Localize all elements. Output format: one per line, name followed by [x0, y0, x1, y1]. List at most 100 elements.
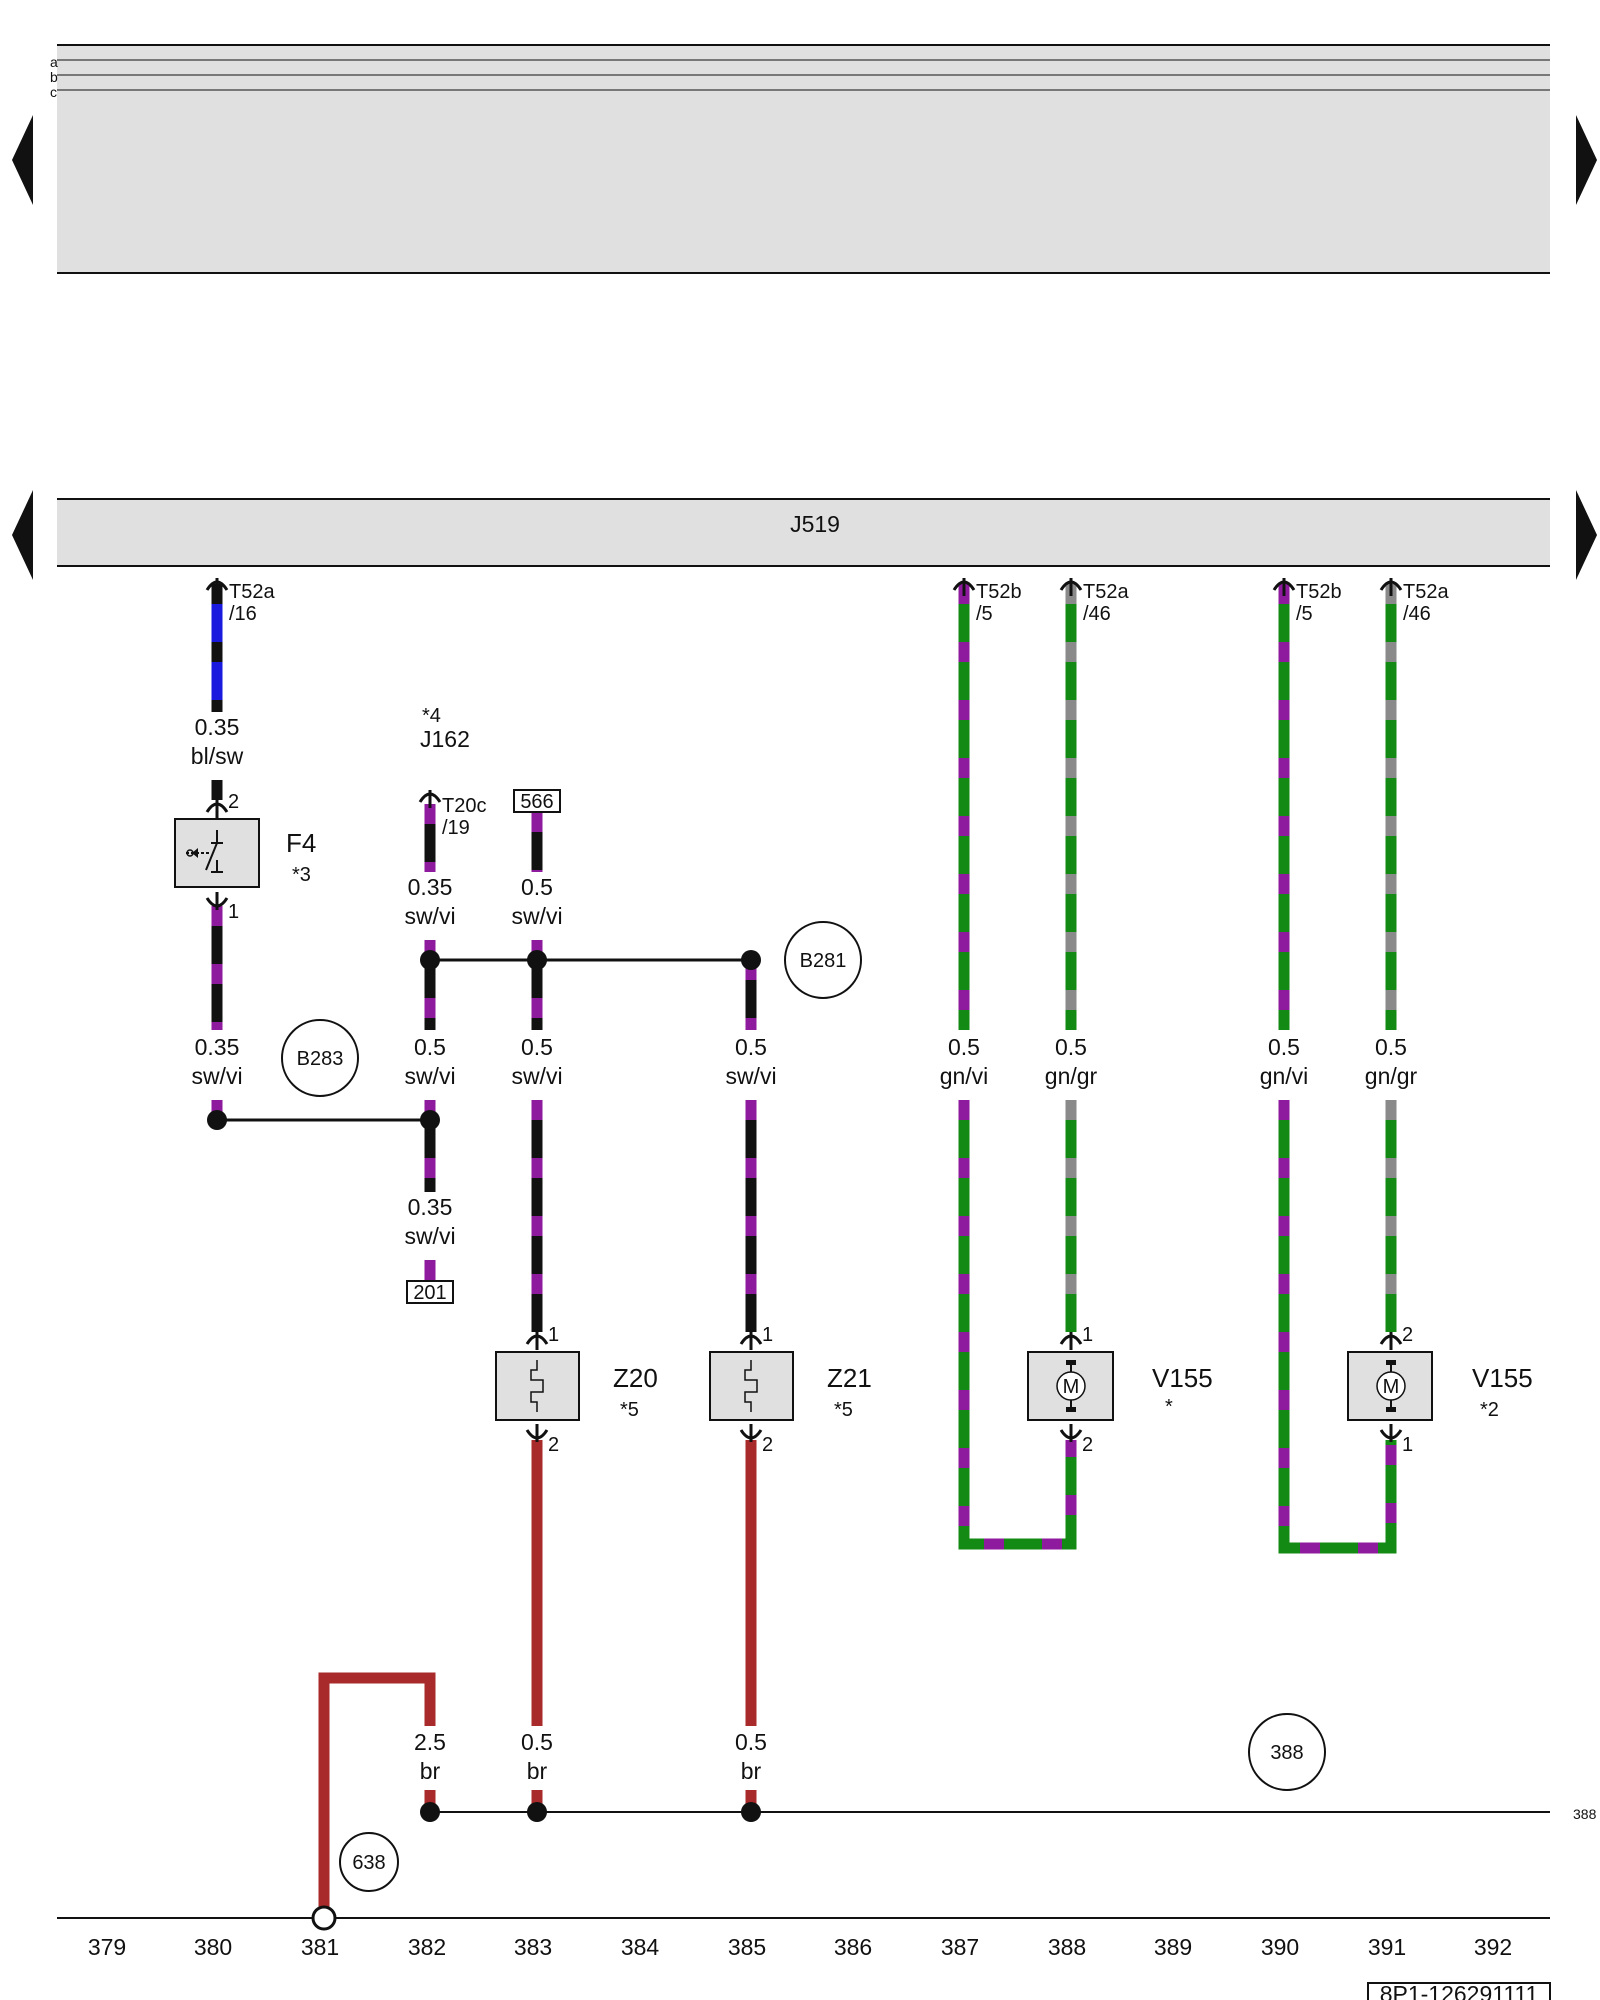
wire-color: br [420, 1758, 441, 1784]
f4-note: *3 [292, 864, 311, 886]
connector-label: /5 [976, 603, 993, 625]
connector-socket-icon [1059, 1332, 1083, 1350]
wire-layer [211, 584, 1397, 1907]
wire-color: gn/gr [1045, 1063, 1098, 1089]
track-number: 385 [728, 1934, 766, 1960]
connector-sockets [205, 578, 1403, 1442]
connector-socket-icon [1272, 578, 1296, 596]
component-f4[interactable]: F4 *3 2 1 [174, 791, 316, 923]
junctions [207, 950, 761, 1931]
connector-socket-icon [525, 1424, 549, 1442]
reference-label: 201 [413, 1282, 446, 1304]
motor-icon: M [1376, 1360, 1406, 1412]
line-label-c: c [50, 84, 57, 100]
component-v155-right[interactable]: M V155 *2 2 1 [1347, 1324, 1533, 1456]
reference-label: 566 [520, 791, 553, 813]
z21-label: Z21 [827, 1363, 872, 1393]
wire-color: gn/vi [940, 1063, 989, 1089]
connector-label: T52a [229, 581, 275, 603]
connector-label: /5 [1296, 603, 1313, 625]
track-number: 382 [408, 1934, 446, 1960]
splice-b281[interactable]: B281 [784, 921, 862, 999]
ground-point-638[interactable]: 638 [339, 1832, 399, 1892]
track-number: 387 [941, 1934, 979, 1960]
connector-socket-icon [1059, 578, 1083, 596]
j162-note: *4 [422, 705, 441, 727]
pin-number: 1 [228, 901, 239, 923]
connector-label: T52a [1083, 581, 1129, 603]
connector-socket-icon [952, 578, 976, 596]
connector-label: T52b [976, 581, 1022, 603]
component-v155-left[interactable]: M V155 * 1 2 [1027, 1324, 1213, 1456]
connector-label: T52b [1296, 581, 1342, 603]
track-number: 390 [1261, 1934, 1299, 1960]
pin-number: 2 [228, 791, 239, 813]
wire-color: bl/sw [191, 743, 244, 769]
wire-size: 0.5 [735, 1729, 767, 1755]
control-unit-j519: J519 [57, 498, 1550, 567]
connector-label: /16 [229, 603, 257, 625]
f4-label: F4 [286, 828, 316, 858]
wire-gn-vi-tracer [958, 1100, 1077, 1550]
wire-color: sw/vi [511, 1063, 562, 1089]
connector-socket-icon [1379, 578, 1403, 596]
splice-label: 388 [1270, 1742, 1303, 1764]
connector-socket-icon [1059, 1424, 1083, 1442]
connector-socket-icon [739, 1332, 763, 1350]
wire-gn-vi [1278, 1100, 1397, 1554]
motor-icon: M [1056, 1360, 1086, 1412]
wire-size: 0.35 [195, 714, 240, 740]
line-label-b: b [50, 69, 58, 85]
wire-size: 0.5 [735, 1034, 767, 1060]
nav-right-arrow-icon[interactable] [1576, 490, 1597, 580]
wire-color: sw/vi [404, 903, 455, 929]
connector-label: /46 [1083, 603, 1111, 625]
connector-socket-icon [418, 790, 442, 808]
motor-symbol: M [1063, 1376, 1080, 1398]
pin-number: 1 [1402, 1434, 1413, 1456]
wire-gn-vi [958, 1100, 1077, 1550]
wire-color: gn/gr [1365, 1063, 1418, 1089]
track-number: 381 [301, 1934, 339, 1960]
reference-box-201[interactable]: 201 [406, 1280, 454, 1304]
nav-left-arrow-icon[interactable] [12, 115, 33, 205]
wire-color: sw/vi [404, 1063, 455, 1089]
wire-size: 0.35 [408, 874, 453, 900]
connector-label: /19 [442, 817, 470, 839]
nav-right-arrow-icon[interactable] [1576, 115, 1597, 205]
nav-left-arrow-icon[interactable] [12, 490, 33, 580]
connector-socket-icon [1379, 1332, 1403, 1350]
pin-number: 2 [1082, 1434, 1093, 1456]
connector-socket-icon [1379, 1424, 1403, 1442]
track-number: 379 [88, 1934, 126, 1960]
line-label-a: a [50, 54, 58, 70]
pin-number: 1 [1082, 1324, 1093, 1346]
track-number: 388 [1048, 1934, 1086, 1960]
v155-label: V155 [1472, 1363, 1533, 1393]
j519-label: J519 [790, 511, 840, 537]
pin-number: 2 [1402, 1324, 1413, 1346]
track-number: 392 [1474, 1934, 1512, 1960]
wire-gn-vi-tracer [1278, 1100, 1397, 1554]
connector-label: T20c [442, 795, 486, 817]
pin-number: 1 [762, 1324, 773, 1346]
splice-b283[interactable]: B283 [281, 1019, 359, 1097]
track-number: 380 [194, 1934, 232, 1960]
v155-note: *2 [1480, 1399, 1499, 1421]
component-z20[interactable]: Z20 *5 1 2 [495, 1324, 658, 1456]
j162-label: J162 [420, 726, 470, 752]
track-number: 383 [514, 1934, 552, 1960]
reference-box-566[interactable]: 566 [513, 789, 561, 813]
current-track-row: 379 380 381 382 383 384 385 386 387 388 … [88, 1934, 1512, 1960]
wire-color: sw/vi [191, 1063, 242, 1089]
wire-color: gn/vi [1260, 1063, 1309, 1089]
ground-connection-388[interactable]: 388 [1248, 1713, 1326, 1791]
component-z21[interactable]: Z21 *5 1 2 [709, 1324, 872, 1456]
connector-socket-icon [205, 800, 229, 818]
wire-br [318, 1672, 436, 1907]
wire-size: 0.35 [195, 1034, 240, 1060]
heater-element-icon [744, 1360, 758, 1412]
connector-label: T52a [1403, 581, 1449, 603]
connector-socket-icon [739, 1424, 763, 1442]
track-number: 389 [1154, 1934, 1192, 1960]
